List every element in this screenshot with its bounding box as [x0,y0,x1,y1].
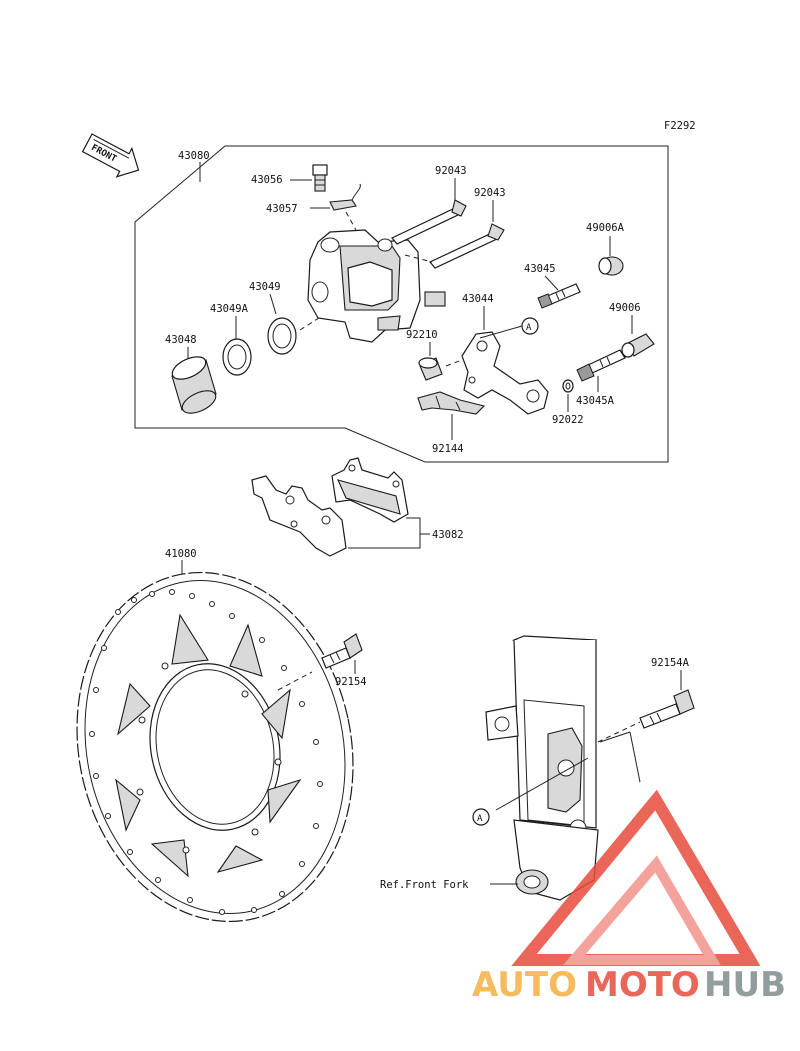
watermark-brand-auto: AUTO [472,965,577,1005]
svg-text:A: A [526,323,532,333]
callout-43044: 43044 [462,293,494,305]
callout-ref-front-fork: Ref.Front Fork [380,879,469,891]
piston-seal [267,317,297,355]
callout-49006: 49006 [609,302,641,314]
callout-92210: 92210 [406,329,438,341]
washer-92022 [562,379,574,393]
callout-92144: 92144 [432,443,464,455]
callout-92022: 92022 [552,414,584,426]
callout-43056: 43056 [251,174,283,186]
dust-seal [222,338,252,376]
brake-pad-rear [331,457,409,523]
figure-code: F2292 [664,120,696,132]
pin-boot-49006A [598,256,624,276]
callout-43045: 43045 [524,263,556,275]
slide-pin-43045 [537,283,581,309]
watermark-brand-moto: MOTO [585,965,700,1005]
pad-spring [417,391,486,415]
callout-43082: 43082 [432,529,464,541]
watermark-brand-hub: HUB [704,965,786,1005]
brake-pad-front [251,475,347,557]
callout-43045A: 43045A [576,395,615,407]
caliper-bracket [461,331,549,415]
front-direction-arrow: FRONT [81,133,140,178]
caliper-pin-upper [391,199,467,245]
callout-43048: 43048 [165,334,197,346]
callout-41080: 41080 [165,548,197,560]
watermark-triangle-inner [563,855,721,965]
caliper-assembly-frame [134,145,669,463]
callout-43049: 43049 [249,281,281,293]
front-fork-leg [485,635,599,901]
callout-92154: 92154 [335,676,367,688]
bleeder-valve [312,164,328,192]
disc-bolt [321,633,363,669]
callout-43049A: 43049A [210,303,249,315]
slide-pin-43045A [576,349,626,382]
caliper-piston [171,356,217,414]
sleeve-92210 [418,357,443,381]
callout-92154A: 92154A [651,657,690,669]
callout-43080: 43080 [178,150,210,162]
callout-92043-upper: 92043 [435,165,467,177]
svg-text:A: A [477,814,483,824]
bleeder-cap [329,183,361,211]
reference-marker-a-top: A [521,317,539,335]
caliper-mount-bolt [639,689,695,729]
pin-boot-49006 [621,333,655,358]
brake-disc [76,571,354,923]
callout-92043-lower: 92043 [474,187,506,199]
caliper-pin-lower [429,223,505,269]
callout-49006A: 49006A [586,222,625,234]
watermark-logo: AUTO MOTO HUB [472,789,786,1005]
caliper-body [307,229,446,343]
reference-marker-a-bottom: A [472,808,490,826]
callout-43057: 43057 [266,203,298,215]
